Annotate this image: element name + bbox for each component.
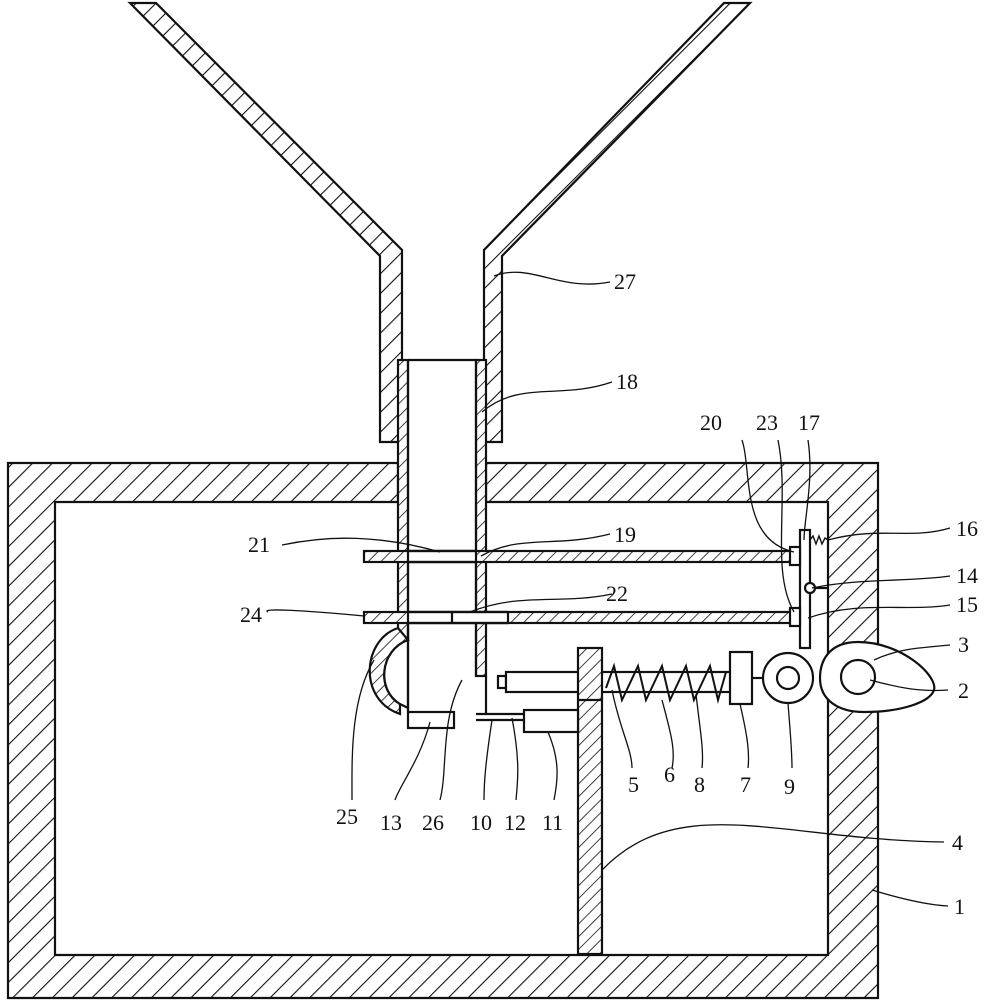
spring-6 (605, 662, 727, 704)
label-5: 5 (628, 772, 639, 797)
label-27: 27 (614, 269, 636, 294)
cam-3 (818, 640, 936, 714)
label-23: 23 (756, 410, 778, 435)
block-7 (728, 650, 754, 706)
label-1: 1 (954, 894, 965, 919)
label-18: 18 (616, 369, 638, 394)
label-17: 17 (798, 410, 820, 435)
piston-head (496, 674, 508, 690)
label-15: 15 (956, 592, 978, 617)
label-12: 12 (504, 810, 526, 835)
roller-9-inner (775, 665, 801, 691)
lever-block-upper (788, 545, 802, 567)
tube-right-wall (474, 358, 488, 678)
label-24: 24 (240, 602, 262, 627)
cam-shaft-2 (839, 658, 877, 696)
label-22: 22 (606, 581, 628, 606)
hopper-left-wall (127, 1, 404, 444)
label-19: 19 (614, 522, 636, 547)
reference-labels: 27 18 19 21 24 22 20 23 17 16 14 15 3 2 … (240, 269, 978, 919)
label-20: 20 (700, 410, 722, 435)
lower-plate-slot (406, 610, 510, 625)
label-14: 14 (956, 563, 978, 588)
label-2: 2 (958, 678, 969, 703)
label-10: 10 (470, 810, 492, 835)
hopper-right-wall (482, 1, 753, 444)
leader-lines (266, 271, 951, 907)
tube-left-wall (396, 358, 410, 640)
label-16: 16 (956, 516, 978, 541)
block-13 (406, 710, 456, 730)
label-7: 7 (740, 772, 751, 797)
lever-block-lower (788, 606, 802, 628)
label-21: 21 (248, 532, 270, 557)
housing-wall (6, 461, 880, 1000)
label-26: 26 (422, 810, 444, 835)
label-11: 11 (542, 810, 563, 835)
label-13: 13 (380, 810, 402, 835)
block-11 (522, 708, 580, 734)
partition-4 (576, 646, 604, 956)
spring-16 (809, 534, 829, 546)
label-8: 8 (694, 772, 705, 797)
label-4: 4 (952, 830, 963, 855)
arc-guide-inner (383, 638, 410, 710)
label-3: 3 (958, 632, 969, 657)
label-6: 6 (664, 762, 675, 787)
upper-plate-gap (406, 549, 478, 564)
label-9: 9 (784, 774, 795, 799)
label-25: 25 (336, 804, 358, 829)
